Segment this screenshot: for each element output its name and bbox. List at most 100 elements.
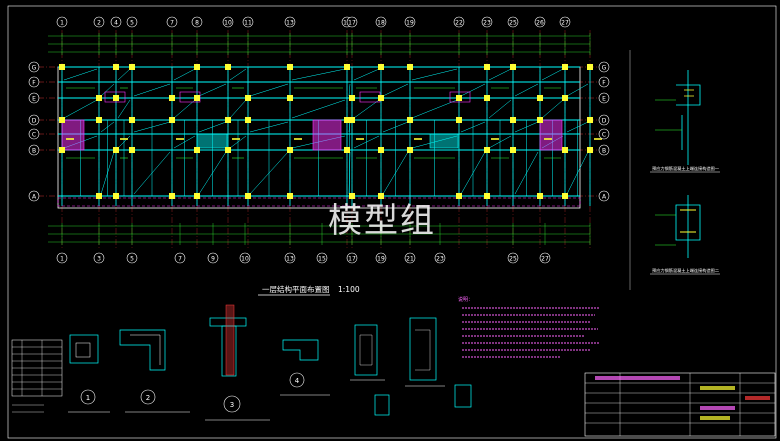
axis-right-F	[598, 76, 610, 88]
notes: 说明：	[458, 296, 600, 358]
axis-left-D-label: D	[32, 117, 37, 124]
axis-top-7-label: 7	[170, 19, 174, 26]
axis-bottom-3	[93, 252, 105, 264]
axis-top-23	[481, 16, 493, 28]
axis-top-5-label: 5	[130, 19, 134, 26]
axis-top-25-label: 25	[509, 19, 517, 26]
axis-bottom-21-label: 21	[406, 255, 414, 262]
axis-top-22	[453, 16, 465, 28]
axis-top-19	[404, 16, 416, 28]
axis-bottom-19-label: 19	[377, 255, 385, 262]
floor-plan	[38, 30, 602, 250]
axis-right-B	[598, 144, 610, 156]
axis-left-G	[28, 61, 40, 73]
axis-right-A	[598, 190, 610, 202]
axis-bottom-13-label: 13	[286, 255, 294, 262]
axis-left-C-label: C	[32, 131, 36, 138]
axis-bottom-7-label: 7	[178, 255, 182, 262]
axis-bottom-10-label: 10	[241, 255, 249, 262]
axis-bottom-27-label: 27	[541, 255, 549, 262]
axis-left-F	[28, 76, 40, 88]
axis-bottom-17	[346, 252, 358, 264]
axis-top-26-label: 26	[536, 19, 544, 26]
axis-top-19-label: 19	[406, 19, 414, 26]
detail-marker-2	[140, 389, 156, 405]
axis-top-27	[559, 16, 571, 28]
axis-top-11	[242, 16, 254, 28]
axis-top-25	[507, 16, 519, 28]
detail-label-2: 2	[146, 394, 150, 402]
axis-left-E-label: E	[32, 95, 36, 102]
axis-top-23-label: 23	[483, 19, 491, 26]
axis-right-G-label: G	[602, 64, 607, 71]
plan-title: 一层结构平面布置图	[262, 284, 330, 294]
axis-bottom-25-label: 25	[509, 255, 517, 262]
section-details: 1 2 3 4	[68, 304, 472, 421]
axis-right-D-label: D	[602, 117, 607, 124]
axis-bottom-15	[316, 252, 328, 264]
axis-bottom-7	[174, 252, 186, 264]
axis-top-18	[375, 16, 387, 28]
axis-top-1-label: 1	[60, 19, 64, 26]
axis-right-G	[598, 61, 610, 73]
axis-top-13	[284, 16, 296, 28]
title-block	[584, 372, 776, 437]
axis-bubbles: 1245781011131617181922232526271357910131…	[28, 16, 610, 264]
axis-right-C-label: C	[602, 131, 606, 138]
plan-scale: 1:100	[338, 285, 360, 294]
axis-bottom-9	[207, 252, 219, 264]
axis-left-A-label: A	[32, 193, 37, 200]
axis-bottom-5-label: 5	[130, 255, 134, 262]
axis-left-D	[28, 114, 40, 126]
side-detail-title-2: 预应力钢筋混凝土上端连接构造图二	[652, 267, 719, 274]
axis-left-B-label: B	[32, 147, 36, 154]
axis-bottom-5	[126, 252, 138, 264]
axis-bottom-10	[239, 252, 251, 264]
axis-top-27-label: 27	[561, 19, 569, 26]
detail-label-1: 1	[86, 394, 90, 402]
axis-right-F-label: F	[602, 79, 606, 86]
side-details: 预应力钢筋混凝土上端连接构造图一 预应力钢筋混凝土上端连接构造图二	[629, 50, 720, 290]
axis-top-2	[93, 16, 105, 28]
axis-right-D	[598, 114, 610, 126]
detail-marker-1	[80, 389, 96, 405]
axis-top-17-label: 17	[348, 19, 356, 26]
axis-bottom-13	[284, 252, 296, 264]
axis-left-C	[28, 128, 40, 140]
axis-right-A-label: A	[602, 193, 607, 200]
axis-bottom-1-label: 1	[60, 255, 64, 262]
drawing-frame	[7, 5, 777, 439]
axis-top-1	[56, 16, 68, 28]
axis-left-E	[28, 92, 40, 104]
axis-right-E-label: E	[602, 95, 606, 102]
axis-bottom-23	[434, 252, 446, 264]
axis-top-7	[166, 16, 178, 28]
axis-top-5	[126, 16, 138, 28]
axis-top-10-label: 10	[224, 19, 232, 26]
axis-bottom-23-label: 23	[436, 255, 444, 262]
axis-right-E	[598, 92, 610, 104]
axis-top-13-label: 13	[286, 19, 294, 26]
axis-bottom-21	[404, 252, 416, 264]
watermark: 模型组	[328, 201, 436, 241]
axis-top-4	[110, 16, 122, 28]
axis-right-B-label: B	[602, 147, 606, 154]
rebar-table	[11, 339, 63, 413]
axis-top-22-label: 22	[455, 19, 463, 26]
axis-left-F-label: F	[32, 79, 36, 86]
axis-left-A	[28, 190, 40, 202]
axis-top-8	[191, 16, 203, 28]
axis-top-11-label: 11	[244, 19, 252, 26]
notes-title: 说明：	[458, 296, 473, 303]
axis-bottom-3-label: 3	[97, 255, 101, 262]
axis-top-8-label: 8	[195, 19, 199, 26]
detail-marker-4	[289, 372, 305, 388]
detail-marker-3	[223, 395, 241, 413]
axis-bottom-27	[539, 252, 551, 264]
axis-bottom-19	[375, 252, 387, 264]
axis-bottom-1	[56, 252, 68, 264]
axis-top-26	[534, 16, 546, 28]
detail-label-4: 4	[295, 377, 300, 385]
detail-label-3: 3	[230, 401, 234, 409]
axis-right-C	[598, 128, 610, 140]
